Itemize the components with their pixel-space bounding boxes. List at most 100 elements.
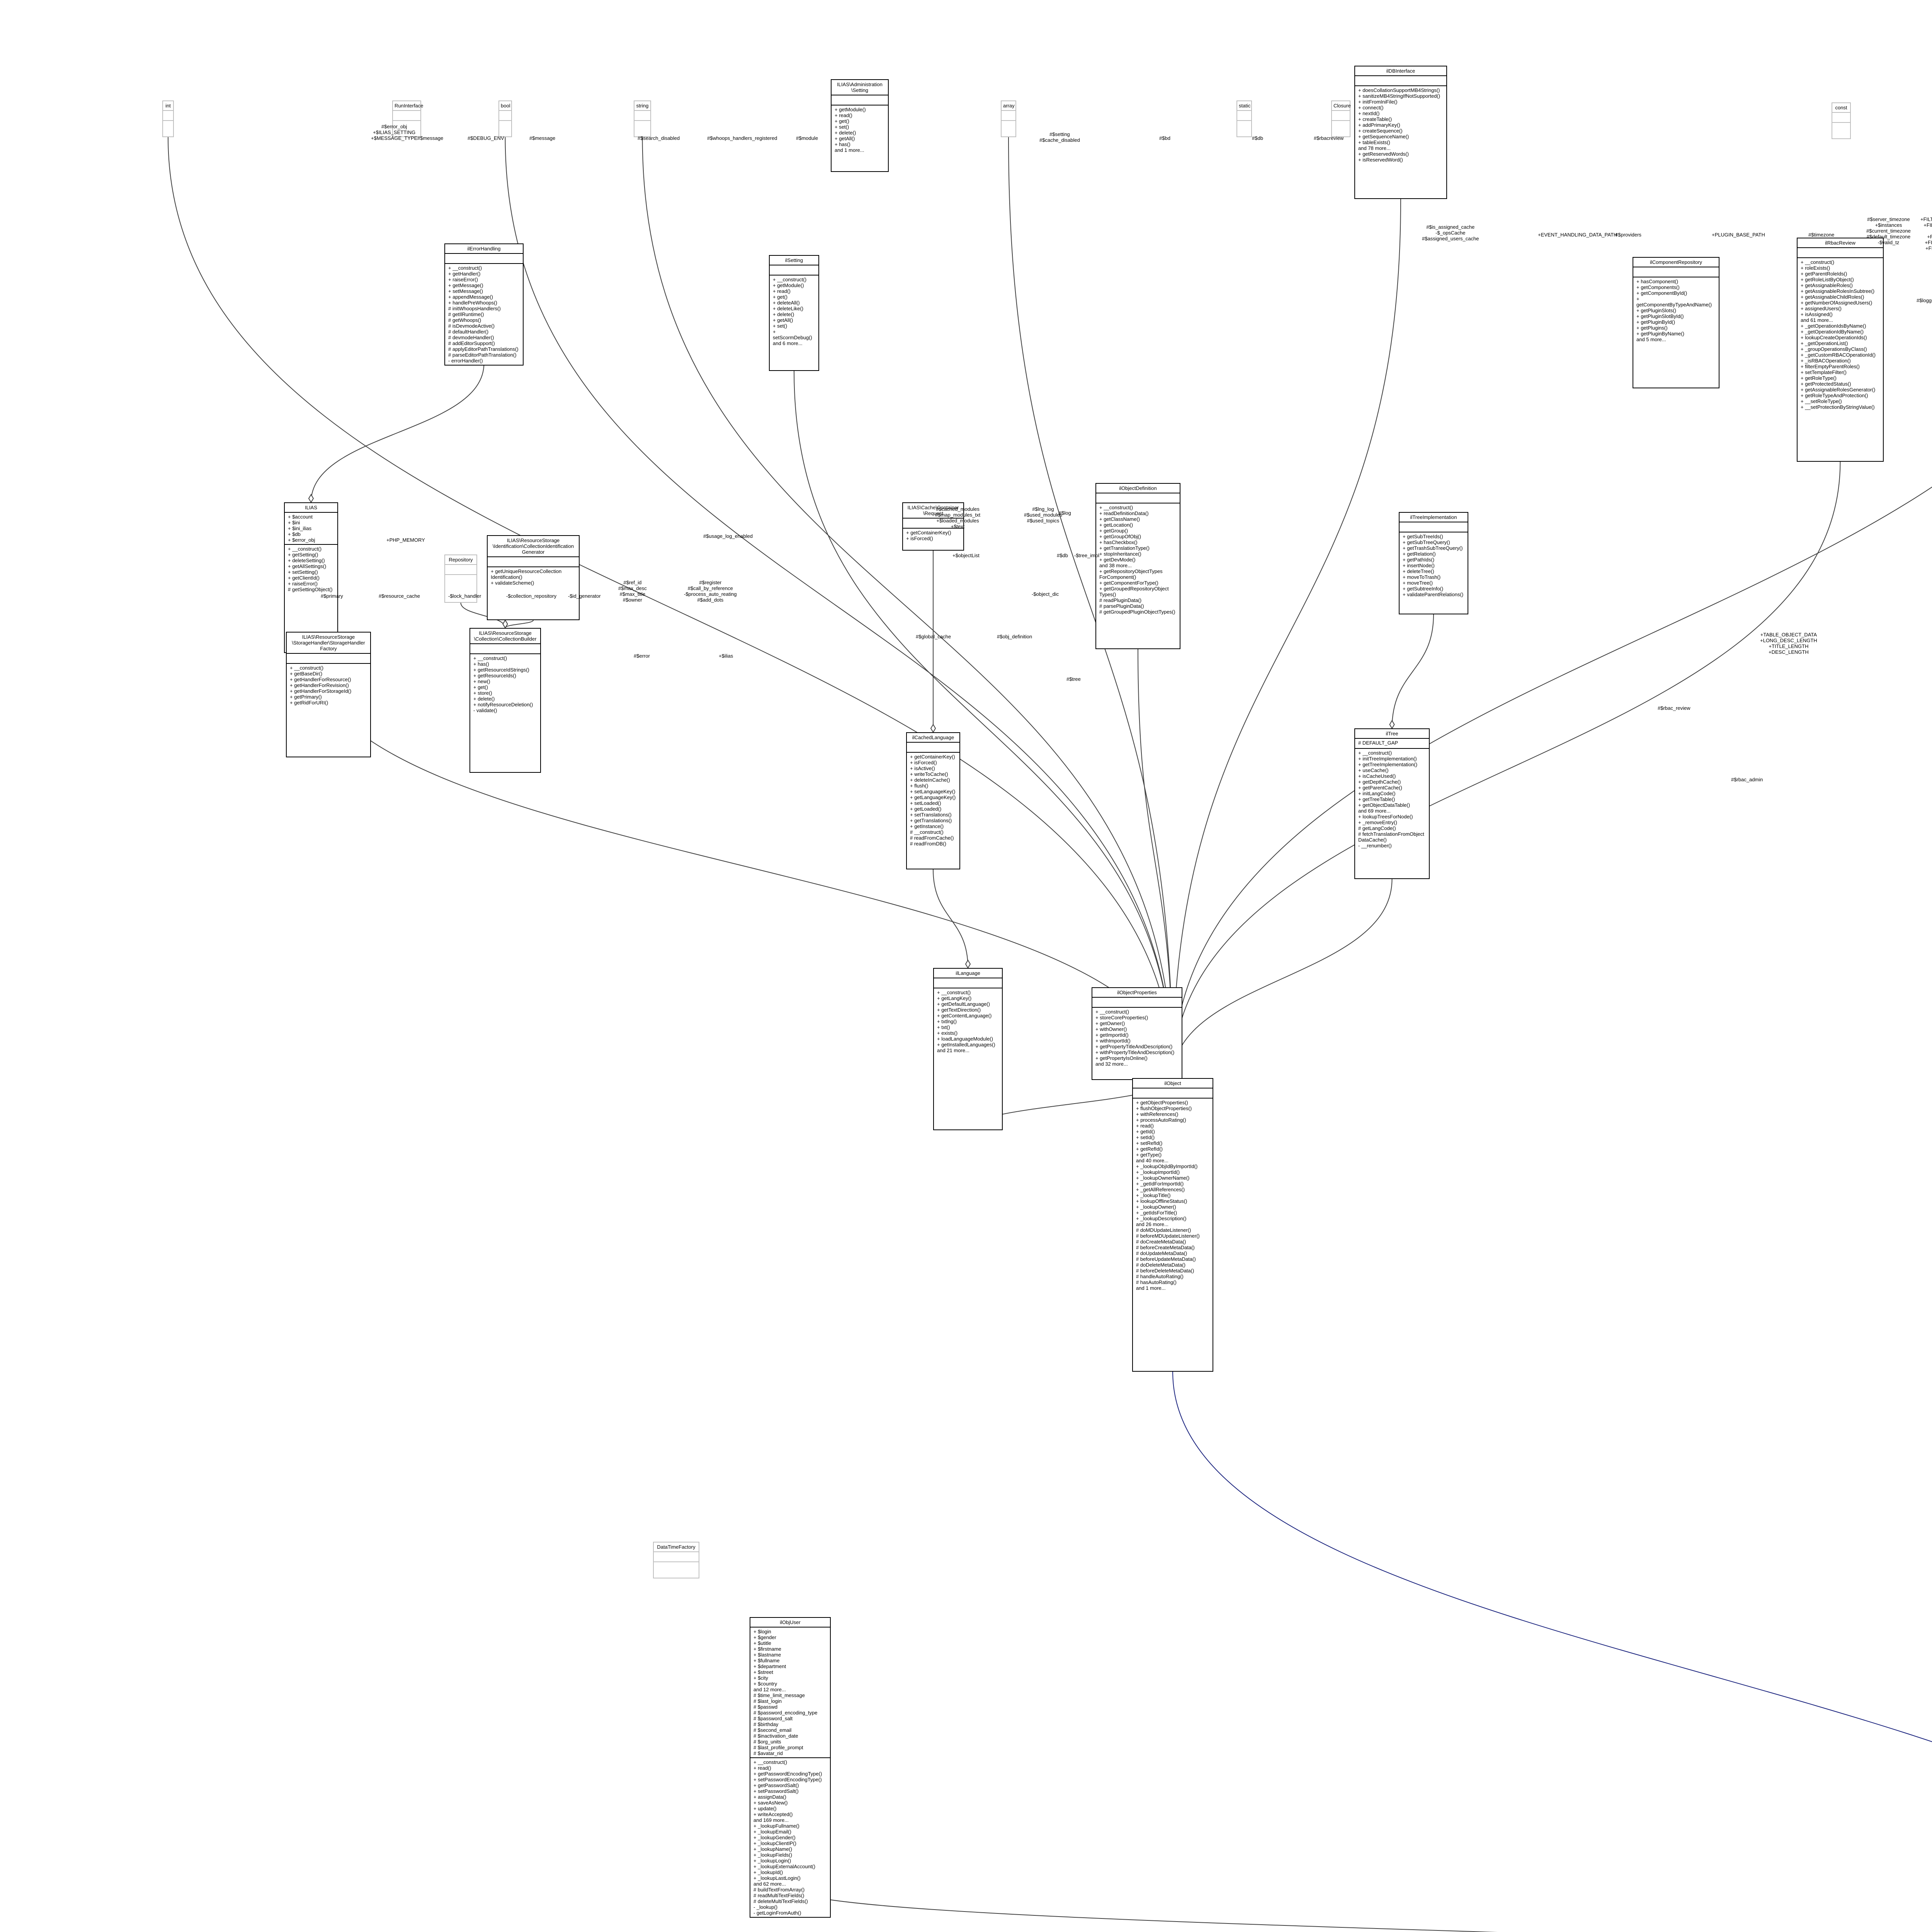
edge-label: #$bd <box>1159 135 1170 141</box>
class-title: DataTimeFactory <box>654 1543 699 1552</box>
class-methods: + __construct() + has() + getResourceIdS… <box>473 655 533 713</box>
class-title: ilDBInterface <box>1355 66 1446 76</box>
relationship-edge <box>311 363 485 503</box>
edge-label: #$global_cache <box>916 634 951 639</box>
class-methods: + getUniqueResourceCollection Identifica… <box>491 568 562 586</box>
class-box-adminsetting[interactable]: ILIAS\Administration \Setting+ getModule… <box>831 79 889 172</box>
edge-label: #$search_disabled <box>638 135 680 141</box>
relationship-edge <box>1172 461 1841 1078</box>
class-methods: + __construct() + storeCoreProperties() … <box>1095 1009 1175 1067</box>
edge-label: -$tree_impl <box>1074 553 1100 558</box>
class-box-iltreeimpl[interactable]: ilTreeImplementation+ getSubTreeIds() + … <box>1399 512 1468 614</box>
class-box-illanguage[interactable]: ilLanguage+ __construct() + getLangKey()… <box>933 968 1003 1130</box>
edge-label: +$objectList <box>952 553 980 558</box>
edge-label: #$setting #$cache_disabled <box>1039 131 1080 143</box>
class-box-static[interactable]: static <box>1236 100 1252 137</box>
class-title: ilComponentRepository <box>1633 258 1719 267</box>
class-attributes <box>634 111 650 121</box>
class-box-datetimefactory[interactable]: DataTimeFactory <box>653 1542 699 1578</box>
edge-label: #$server_timezone +$instances #$current_… <box>1866 216 1911 245</box>
class-box-array[interactable]: array <box>1001 100 1016 137</box>
edge-label: #$resource_cache <box>379 593 420 599</box>
relationship-edge <box>642 137 1173 1078</box>
class-box-collidgen[interactable]: ILIAS\ResourceStorage \Identification\Co… <box>487 535 580 620</box>
edge-label: #$rbac_review <box>1658 705 1690 711</box>
class-box-ilerrorhandling[interactable]: ilErrorHandling+ __construct() + getHand… <box>444 243 524 366</box>
class-box-storagehandlerfactory[interactable]: ILIAS\ResourceStorage \StorageHandler\St… <box>286 632 371 757</box>
class-box-ilobjectdefinition[interactable]: ilObjectDefinition+ __construct() + read… <box>1095 483 1180 649</box>
class-attributes: # DEFAULT_GAP <box>1355 739 1429 749</box>
edge-label: #$log <box>1059 510 1071 516</box>
class-attributes <box>903 519 963 529</box>
class-box-ilobjectproperties[interactable]: ilObjectProperties+ __construct() + stor… <box>1092 987 1182 1080</box>
relationship-edge <box>1391 614 1434 729</box>
edge-label: #$is_assigned_cache -$_opsCache #$assign… <box>1422 224 1479 242</box>
class-box-closure[interactable]: Closure <box>1331 100 1351 137</box>
edge-label: -$id_generator <box>568 593 601 599</box>
edge-label: #$usage_log_enabled <box>703 533 753 539</box>
aggregation-diamond-icon <box>930 724 936 733</box>
class-methods: + __construct() + roleExists() + getPare… <box>1801 259 1876 410</box>
edge-label: #$providers <box>1615 232 1641 238</box>
class-title: ilLanguage <box>934 969 1002 978</box>
edge-label: #$rbac_admin <box>1731 777 1763 782</box>
class-methods <box>1832 123 1850 132</box>
edge-label: #$tree <box>1066 676 1081 682</box>
class-box-iltree[interactable]: ilTree# DEFAULT_GAP+ __construct() + ini… <box>1354 728 1430 879</box>
class-attributes <box>163 111 173 121</box>
class-attributes <box>445 254 523 264</box>
relationship-edge <box>505 137 1173 1078</box>
class-title: ilTree <box>1355 729 1429 739</box>
class-box-ilobjuser[interactable]: ilObjUser+ $login + $gender + $utitle + … <box>750 1617 831 1918</box>
class-box-ilcomponentrepository[interactable]: ilComponentRepository+ hasComponent() + … <box>1633 257 1719 388</box>
edge-label: #$ref_id #$max_desc #$max_title #$owner <box>618 580 647 603</box>
class-title: string <box>634 101 650 111</box>
class-methods <box>654 1562 699 1571</box>
class-box-bool[interactable]: bool <box>498 100 512 137</box>
class-box-string[interactable]: string <box>634 100 651 137</box>
class-methods: + __construct() + getModule() + read() +… <box>773 277 812 346</box>
aggregation-diamond-icon <box>1389 720 1395 729</box>
class-box-ilsetting[interactable]: ilSetting+ __construct() + getModule() +… <box>769 255 819 371</box>
class-attributes <box>393 111 420 121</box>
class-title: Closure <box>1332 101 1351 111</box>
relationship-edge <box>933 869 968 968</box>
class-box-ilias[interactable]: ILIAS+ $account + $ini + $ini_ilias + $d… <box>284 502 338 653</box>
edge-label: +$ilias <box>719 653 733 659</box>
class-methods <box>1332 121 1350 130</box>
class-box-cachecontainerrequest[interactable]: ILIAS\Cache\Container \Request+ getConta… <box>902 502 964 551</box>
relationship-edge <box>1008 137 1173 1078</box>
class-box-runinterface[interactable]: RunInterface <box>392 100 423 137</box>
relationship-edge <box>1172 199 1401 1078</box>
class-box-ilcachedlanguage[interactable]: ilCachedLanguage+ getContainerKey() + is… <box>906 732 960 869</box>
class-attributes <box>1237 111 1251 121</box>
class-attributes <box>907 743 959 753</box>
class-title: static <box>1237 101 1251 111</box>
class-box-ilrbacreview[interactable]: ilRbacReview + __construct() + roleExists… <box>1797 238 1884 462</box>
class-attributes <box>1092 998 1182 1008</box>
class-title: ILIAS\Cache\Container \Request <box>903 503 963 519</box>
class-attributes <box>1002 111 1015 121</box>
class-attributes <box>1400 522 1468 532</box>
class-title: ilRbacReview <box>1798 238 1883 248</box>
class-attributes <box>832 95 888 105</box>
class-box-collectionbuilder[interactable]: ILIAS\ResourceStorage \Collection\Collec… <box>469 628 541 773</box>
edge-label: -$object_dic <box>1032 591 1059 597</box>
relationship-edge <box>1172 879 1393 1078</box>
class-title: ilObjUser <box>750 1618 830 1628</box>
class-title: ilCachedLanguage <box>907 733 959 743</box>
class-methods: + __construct() + getBaseDir() + getHand… <box>290 665 352 706</box>
edge-label: +PLUGIN_BASE_PATH <box>1712 232 1765 238</box>
class-box-const[interactable]: const <box>1832 102 1851 139</box>
edge-label: #$message <box>417 135 444 141</box>
class-title: ILIAS\Administration \Setting <box>832 80 888 95</box>
edge-label: +FILTER_NOT_INTERNAL +FILTER_ALL_GLOBAL … <box>1920 216 1932 251</box>
class-box-ilobject[interactable]: ilObject+ getObjectProperties() + flushO… <box>1132 1078 1213 1372</box>
class-box-ildbinterface[interactable]: ilDBInterface+ doesCollationSupportMB4St… <box>1354 66 1447 199</box>
class-box-repository[interactable]: Repository <box>444 554 477 603</box>
class-attributes <box>1832 113 1850 123</box>
class-box-int[interactable]: int <box>162 100 174 137</box>
class-methods: + getSubTreeIds() + getSubTreeQuery() + … <box>1403 534 1464 597</box>
class-title: RunInterface <box>393 101 423 111</box>
class-attributes <box>1633 267 1719 277</box>
